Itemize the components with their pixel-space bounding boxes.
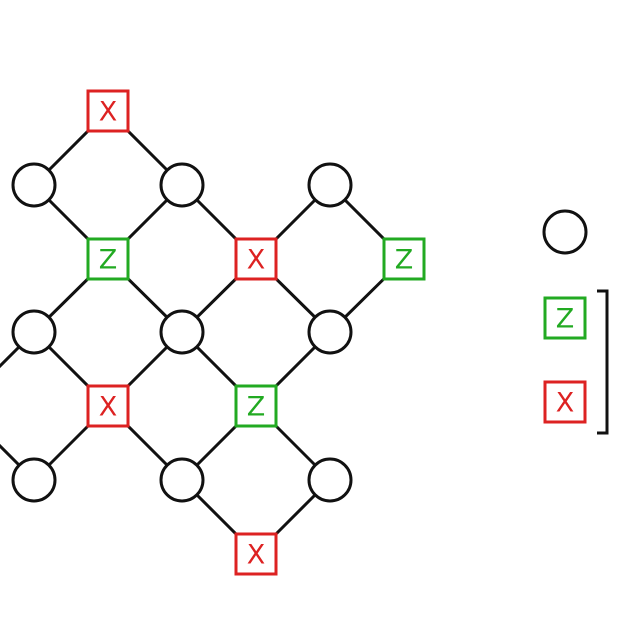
stabilizer-box [86,237,130,281]
qubit-node [307,309,353,355]
legend-bracket [597,289,609,435]
qubit-node [159,309,205,355]
qubit-node [11,162,57,208]
x-stabilizer: X [234,237,278,281]
stabilizer-label: Z [247,392,266,423]
qubit-node [159,457,205,503]
legend: ZX [542,209,609,435]
stabilizer-box [234,237,278,281]
qubit-node [11,309,57,355]
legend-z-label: Z [556,304,575,335]
z-stabilizer: Z [234,384,278,428]
qubit-node [307,457,353,503]
z-stabilizer: Z [86,237,130,281]
qubit-node [159,162,205,208]
stabilizer-label: X [99,392,118,423]
legend-qubit-icon [542,209,588,255]
stabilizer-label: X [99,97,118,128]
lattice-nodes: X Z X Z X Z X [11,89,426,576]
x-stabilizer: X [234,532,278,576]
stabilizer-label: Z [99,245,118,276]
qubit-node [11,457,57,503]
z-stabilizer: Z [382,237,426,281]
stabilizer-label: Z [395,245,414,276]
stabilizer-box [382,237,426,281]
stabilizer-box [234,384,278,428]
stabilizer-label: X [247,540,266,571]
legend-x-label: X [556,388,575,419]
x-stabilizer: X [86,89,130,133]
stabilizer-box [234,532,278,576]
stabilizer-box [86,384,130,428]
stabilizer-label: X [247,245,266,276]
x-stabilizer: X [86,384,130,428]
stabilizer-box [86,89,130,133]
legend-x-box [543,380,587,424]
legend-z-box [543,296,587,340]
qubit-node [307,162,353,208]
